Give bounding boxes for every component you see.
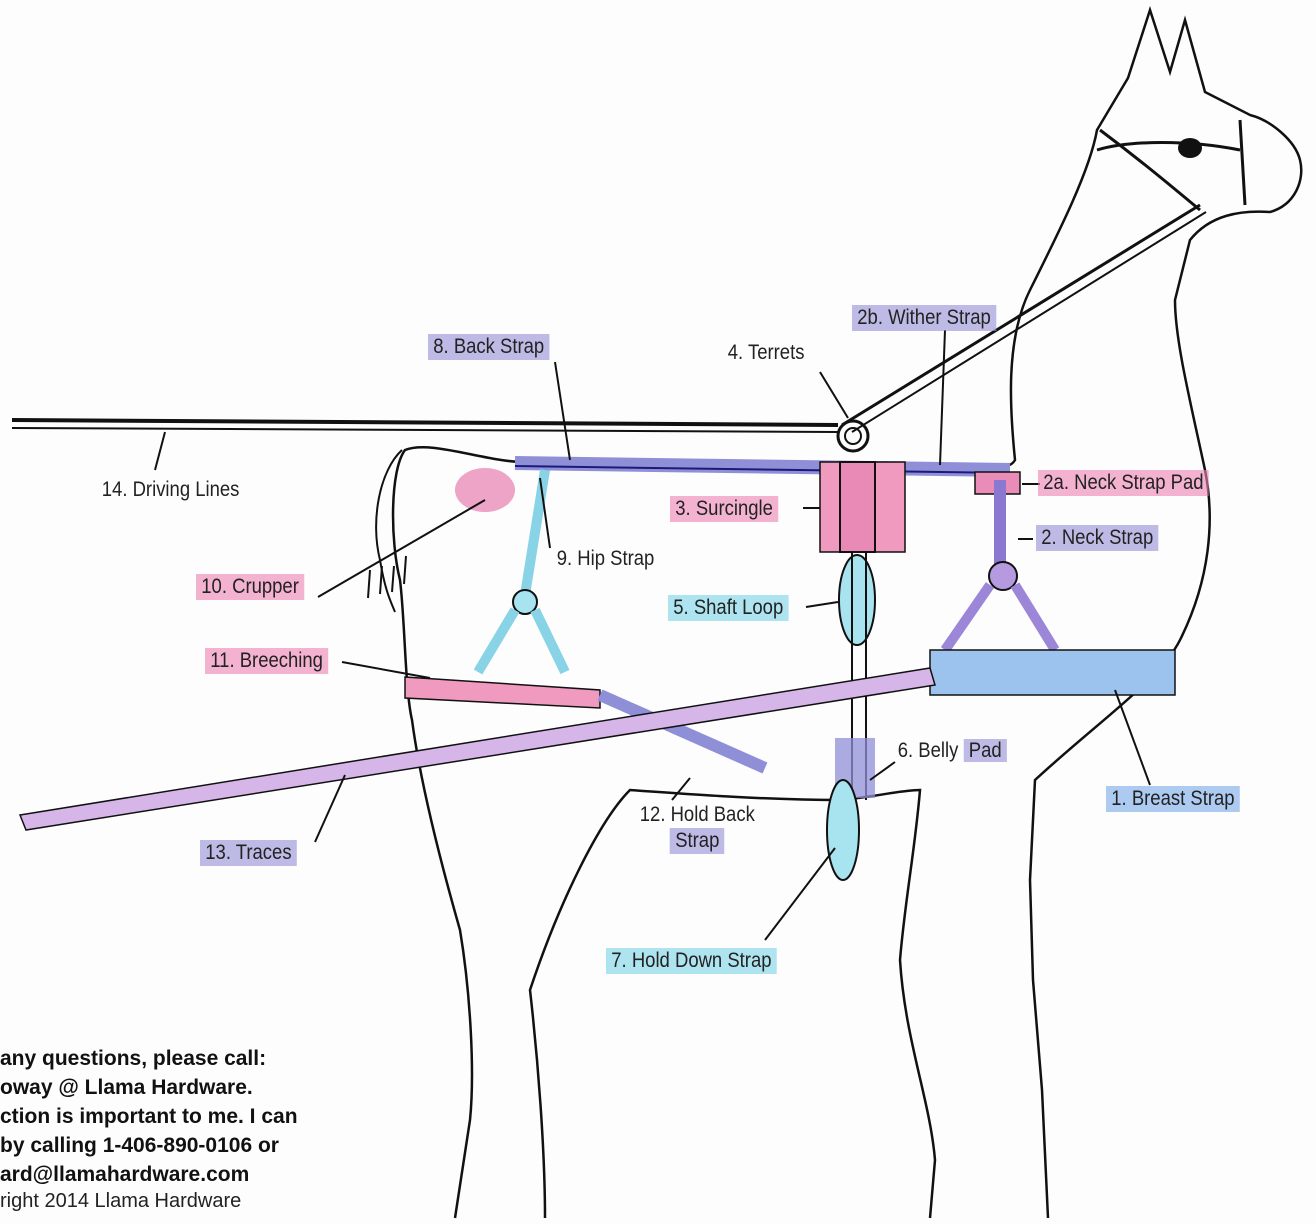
leader-wither-strap xyxy=(940,330,945,465)
leader-traces xyxy=(315,775,345,842)
contact-info: any questions, please call: oway @ Llama… xyxy=(0,1044,298,1189)
label-hip-strap: 9. Hip Strap xyxy=(555,546,656,572)
hold-down-strap xyxy=(827,780,859,880)
contact-line-2: oway @ Llama Hardware. xyxy=(0,1073,298,1102)
label-traces: 13. Traces xyxy=(200,840,297,866)
label-crupper: 10. Crupper xyxy=(196,574,304,600)
leader-breast-strap xyxy=(1115,690,1150,785)
leader-back-strap xyxy=(555,362,570,460)
label-hold-back-strap: 12. Hold Back Strap xyxy=(638,802,757,854)
copyright-notice: right 2014 Llama Hardware xyxy=(0,1190,241,1213)
shaft-loop xyxy=(839,555,875,645)
neck-strap-ring xyxy=(989,562,1017,590)
leader-hold-down-strap xyxy=(765,848,835,940)
driving-line-long-2 xyxy=(12,428,838,432)
crupper xyxy=(455,468,515,512)
leader-breeching xyxy=(342,662,430,678)
label-back-strap: 8. Back Strap xyxy=(428,334,549,360)
label-surcingle: 3. Surcingle xyxy=(670,496,778,522)
label-breast-strap: 1. Breast Strap xyxy=(1106,786,1240,812)
terret-ring xyxy=(838,421,868,451)
hip-strap-fork xyxy=(478,610,565,672)
label-wither-strap: 2b. Wither Strap xyxy=(852,305,996,331)
label-neck-strap-pad: 2a. Neck Strap Pad xyxy=(1038,470,1209,496)
contact-line-3: ction is important to me. I can xyxy=(0,1102,298,1131)
label-shaft-loop: 5. Shaft Loop xyxy=(668,595,789,621)
contact-line-5[interactable]: ard@llamahardware.com xyxy=(0,1160,298,1189)
label-driving-lines: 14. Driving Lines xyxy=(100,477,241,503)
leader-terrets xyxy=(820,372,848,418)
label-hold-back-strap-line1: 12. Hold Back xyxy=(640,802,755,828)
breast-strap xyxy=(930,650,1175,695)
neck-strap-fork xyxy=(945,585,1055,650)
label-neck-strap: 2. Neck Strap xyxy=(1036,525,1159,551)
breeching xyxy=(405,677,600,708)
label-surcingle-text: Surcingle xyxy=(696,497,773,520)
label-terrets: 4. Terrets xyxy=(726,340,806,366)
label-belly-pad: Pad xyxy=(964,739,1007,762)
label-surcingle-number: 3. xyxy=(675,497,690,520)
label-hold-down-strap: 7. Hold Down Strap xyxy=(606,948,777,974)
driving-line-long xyxy=(12,420,838,425)
surcingle-buckle xyxy=(840,462,875,552)
contact-line-1: any questions, please call: xyxy=(0,1044,298,1073)
llama-eye xyxy=(1178,138,1202,158)
leader-shaft-loop xyxy=(806,602,838,607)
label-breeching: 11. Breeching xyxy=(205,648,328,674)
label-hold-back-strap-line2: Strap xyxy=(670,828,725,854)
label-belly-text: 6. Belly xyxy=(898,739,959,762)
contact-line-4: by calling 1-406-890-0106 or xyxy=(0,1131,298,1160)
leader-hold-back-strap xyxy=(672,778,690,800)
leader-driving-lines xyxy=(155,432,165,470)
halter-noseband xyxy=(1240,120,1245,205)
label-belly: 6. Belly Pad xyxy=(896,738,1009,764)
hip-strap-ring xyxy=(513,590,537,614)
